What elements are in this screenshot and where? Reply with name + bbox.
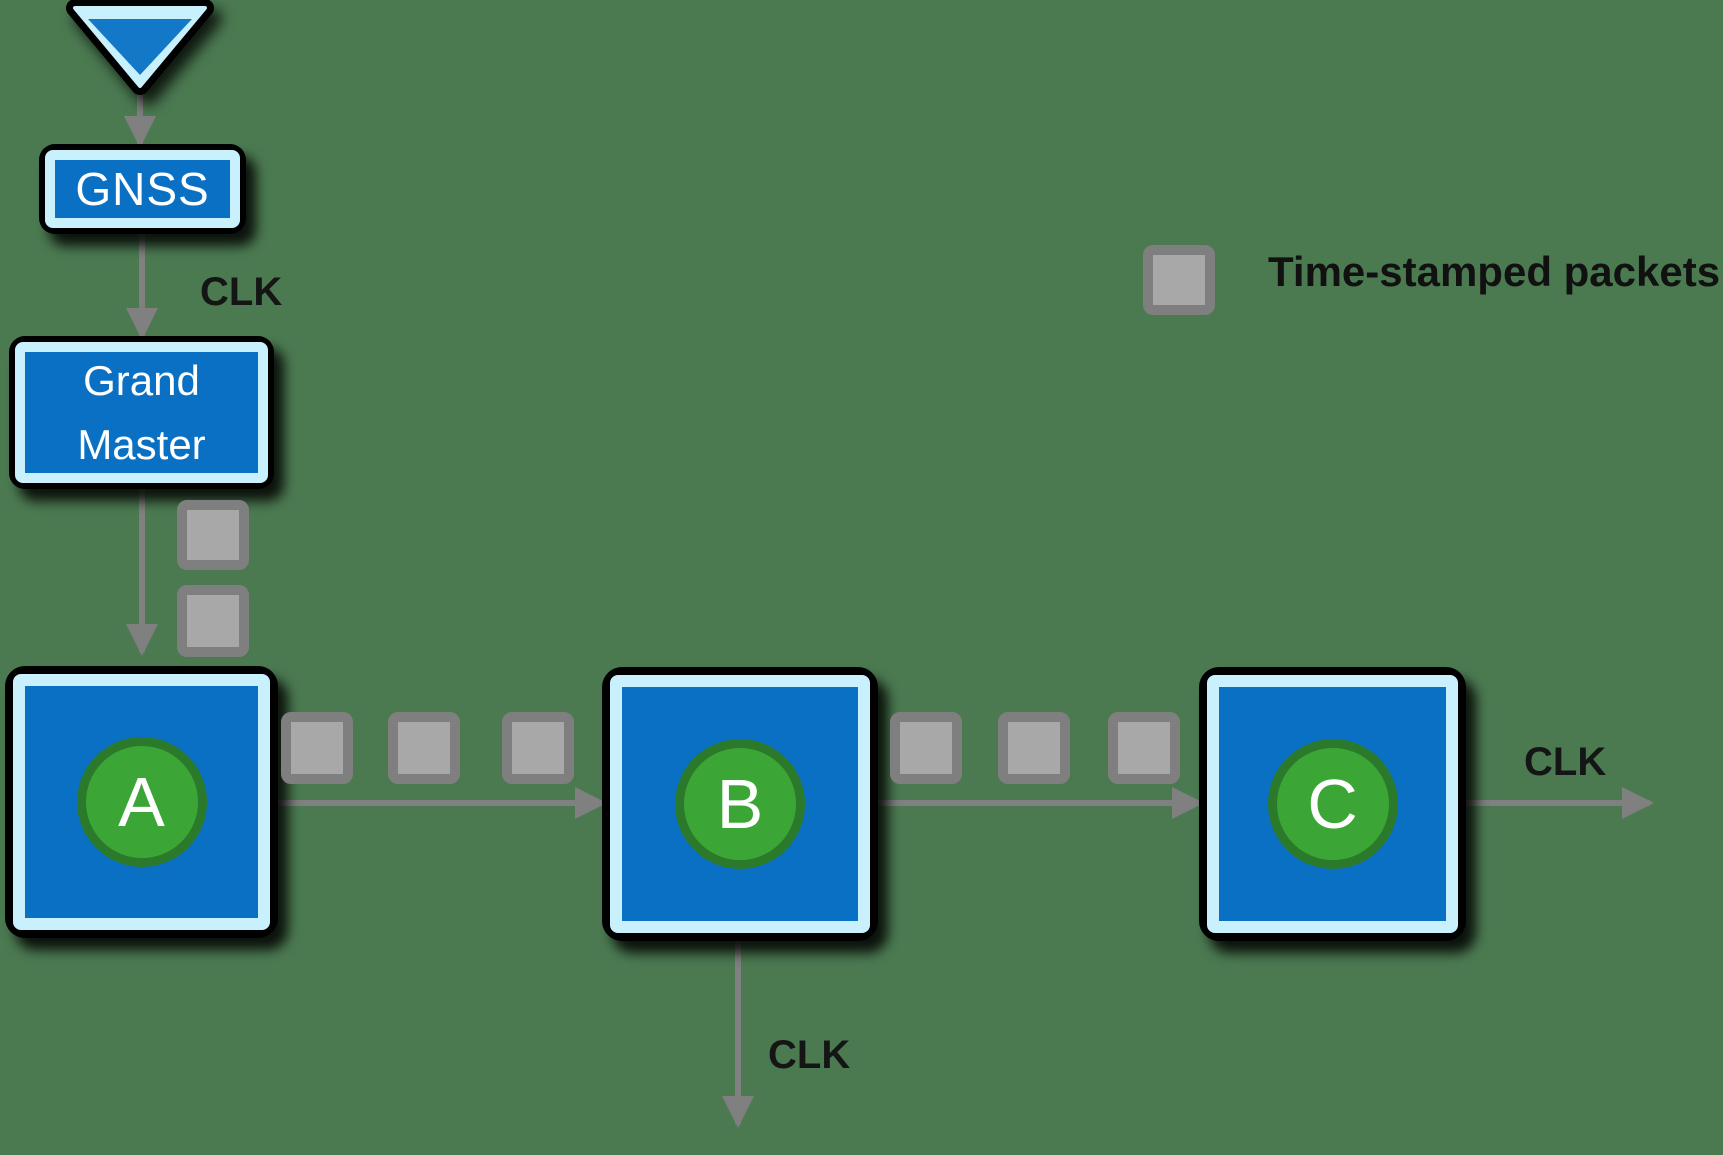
packet-icon: [998, 712, 1070, 784]
clk-label-gnss: CLK: [200, 270, 283, 314]
packet-icon: [1108, 712, 1180, 784]
node-b-circle: B: [675, 739, 805, 869]
packet-icon: [890, 712, 962, 784]
gnss-box: GNSS: [39, 144, 246, 234]
packet-icon: [177, 585, 249, 657]
packet-icon: [177, 500, 249, 570]
gnss-label: GNSS: [75, 163, 210, 215]
packet-icon: [388, 712, 460, 784]
clk-label-node-b-down: CLK: [768, 1033, 851, 1077]
grand-master-line2: Master: [77, 420, 206, 468]
packet-icon: [281, 712, 353, 784]
grand-master-line1: Grand: [83, 356, 200, 404]
node-a-box: A: [5, 666, 278, 938]
node-a-label: A: [118, 763, 165, 841]
packet-icon: [502, 712, 574, 784]
node-c-circle: C: [1267, 739, 1398, 869]
antenna-icon: [66, 0, 214, 95]
node-c-box: C: [1199, 667, 1466, 941]
grand-master-box: Grand Master: [9, 336, 274, 489]
node-b-label: B: [716, 765, 764, 843]
legend-label: Time-stamped packets: [1268, 248, 1721, 295]
legend-packet-swatch-icon: [1143, 245, 1215, 315]
clk-label-node-c-out: CLK: [1524, 740, 1607, 784]
node-a-circle: A: [76, 737, 207, 867]
node-c-label: C: [1307, 765, 1358, 843]
node-b-box: B: [602, 667, 878, 941]
